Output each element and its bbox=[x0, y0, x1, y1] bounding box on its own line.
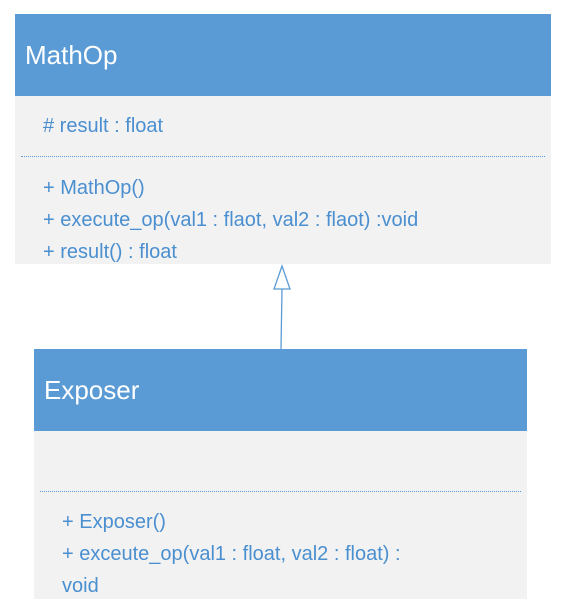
inheritance-arrowhead bbox=[273, 264, 291, 290]
section-divider bbox=[21, 156, 545, 157]
method: + Exposer() bbox=[62, 511, 166, 533]
class-header-exposer: Exposer bbox=[34, 349, 527, 431]
class-box-mathop[interactable]: MathOp # result : float + MathOp() + exe… bbox=[15, 14, 551, 264]
attribute: # result : float bbox=[43, 115, 164, 137]
class-header-mathop: MathOp bbox=[15, 14, 551, 96]
methods-section: + MathOp() + execute_op(val1 : flaot, va… bbox=[15, 166, 551, 268]
class-box-exposer[interactable]: Exposer + Exposer() + exceute_op(val1 : … bbox=[34, 349, 527, 599]
method: + result() : float bbox=[43, 241, 177, 263]
method-continuation: void bbox=[62, 575, 99, 597]
connector-line bbox=[280, 288, 283, 350]
section-divider bbox=[40, 491, 521, 492]
attributes-section: # result : float bbox=[15, 96, 551, 166]
methods-section: + Exposer() + exceute_op(val1 : float, v… bbox=[34, 491, 527, 602]
class-name: MathOp bbox=[25, 39, 118, 70]
class-name: Exposer bbox=[44, 374, 140, 405]
method: + exceute_op(val1 : float, val2 : float)… bbox=[62, 543, 401, 565]
method: + execute_op(val1 : flaot, val2 : flaot)… bbox=[43, 209, 419, 231]
method: + MathOp() bbox=[43, 177, 145, 199]
attributes-section bbox=[34, 431, 527, 491]
